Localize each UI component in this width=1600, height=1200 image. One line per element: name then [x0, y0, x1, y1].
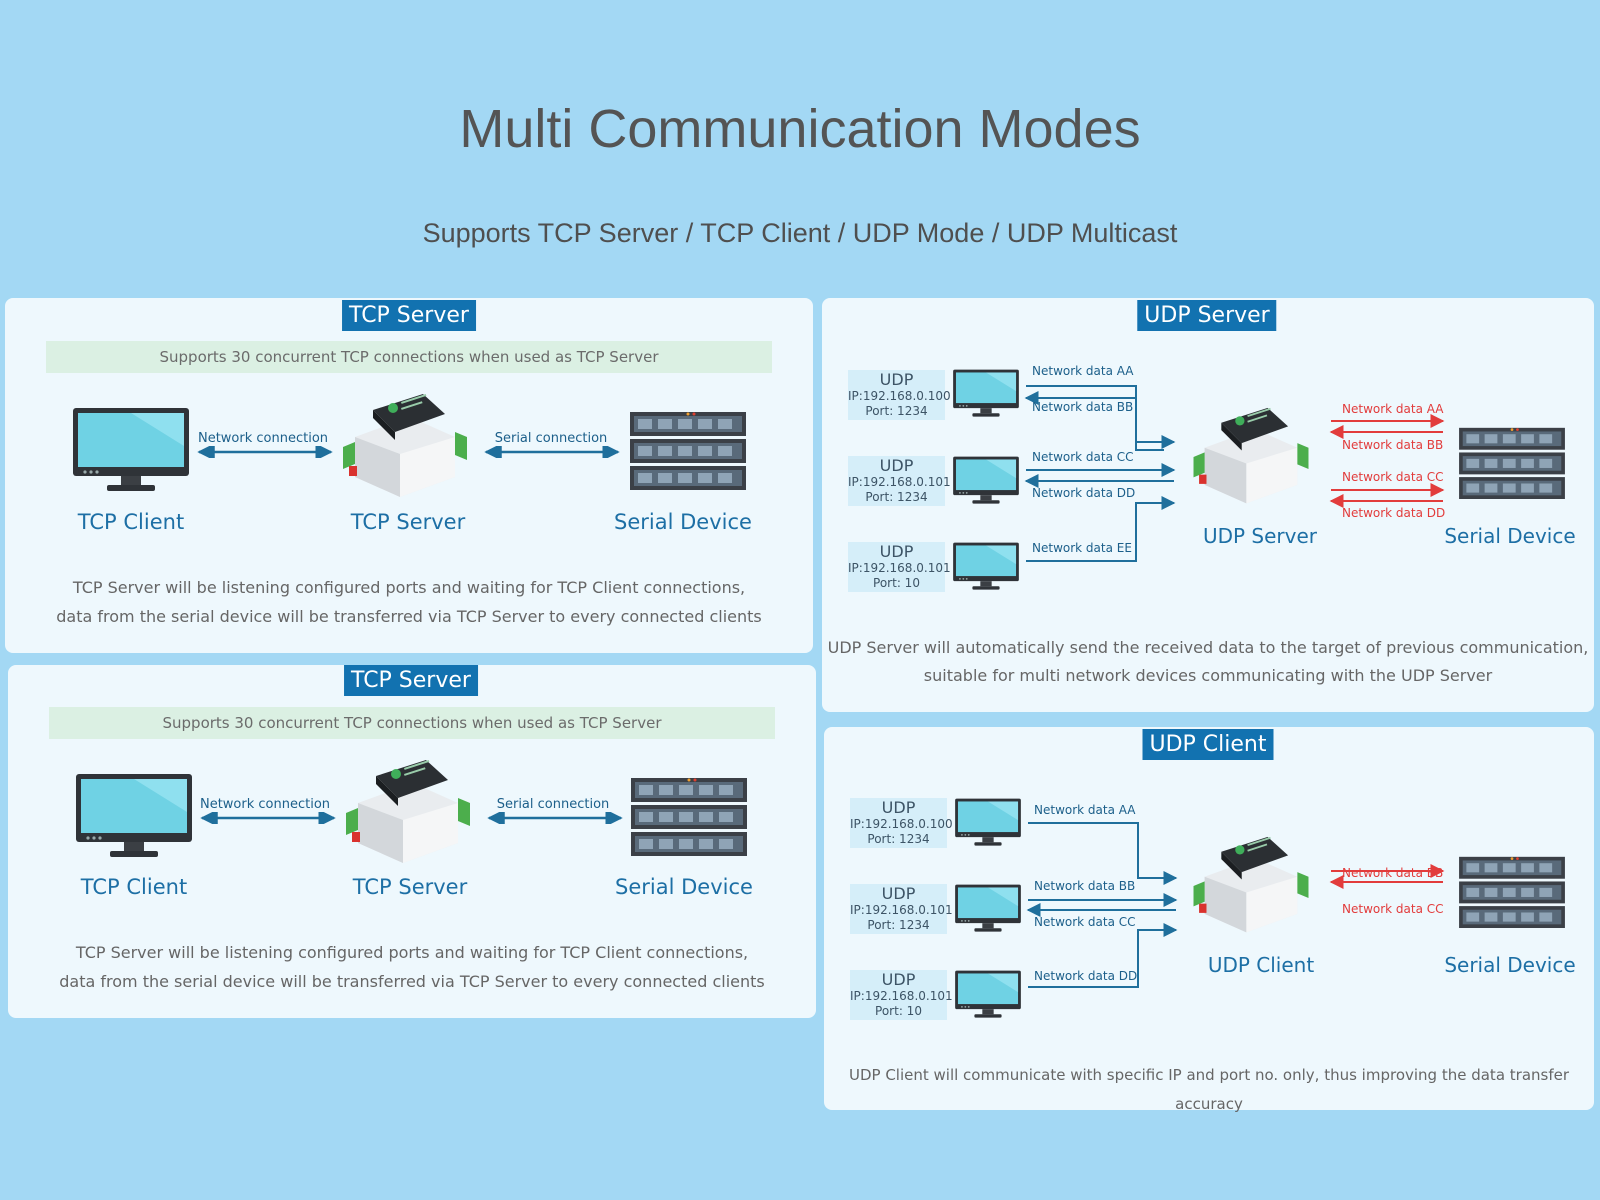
serial-arrow — [487, 812, 623, 824]
network-connection-label: Network connection — [199, 797, 331, 812]
udp-host-2: UDP IP:192.168.0.101 Port: 1234 — [848, 456, 951, 506]
serial-device-label: Serial Device — [614, 510, 752, 534]
serial-connection-label: Serial connection — [494, 431, 608, 446]
udp-host-1: UDP IP:192.168.0.100 Port: 1234 — [850, 798, 953, 848]
tcp-server-label: TCP Server — [352, 875, 468, 899]
monitor-icon — [74, 772, 194, 862]
network-data-label: Network data AA — [1032, 364, 1134, 378]
module-icon — [1186, 835, 1316, 937]
module-icon — [1186, 406, 1316, 508]
network-data-label: Network data DD — [1342, 506, 1446, 520]
network-data-label: Network data BB — [1034, 879, 1136, 893]
monitor-icon — [954, 797, 1022, 849]
udp-client-label: UDP Client — [1207, 953, 1315, 977]
network-data-label: Network data CC — [1034, 915, 1136, 929]
panel-title: TCP Server — [344, 665, 478, 696]
network-data-label: Network data CC — [1342, 902, 1444, 916]
network-data-label: Network data CC — [1032, 450, 1134, 464]
tcp-client-label: TCP Client — [77, 510, 185, 534]
serial-arrow — [484, 446, 620, 458]
udp-server-panel: UDP Server UDP IP:192.168.0.100 Port: 12… — [822, 298, 1594, 712]
tcp-server-panel-2: TCP Server Supports 30 concurrent TCP co… — [8, 665, 816, 1018]
monitor-icon — [952, 541, 1020, 593]
server-rack-icon — [1457, 426, 1567, 499]
panel-description: UDP Client will communicate with specifi… — [848, 1066, 1570, 1113]
note-bar: Supports 30 concurrent TCP connections w… — [46, 341, 772, 373]
network-data-label: Network data DD — [1034, 969, 1138, 983]
udp-client-serial-lines — [1329, 864, 1445, 889]
network-data-label: Network data AA — [1342, 402, 1444, 416]
serial-device-label: Serial Device — [1444, 524, 1576, 548]
tcp-server-label: TCP Server — [350, 510, 466, 534]
page-subtitle: Supports TCP Server / TCP Client / UDP M… — [422, 218, 1178, 248]
network-connection-label: Network connection — [197, 431, 329, 446]
panel-description: TCP Server will be listening configured … — [59, 943, 765, 991]
monitor-icon — [952, 455, 1020, 507]
monitor-icon — [71, 406, 191, 496]
server-rack-icon — [1457, 855, 1567, 928]
udp-host-3: UDP IP:192.168.0.101 Port: 10 — [850, 970, 953, 1020]
serial-device-label: Serial Device — [615, 875, 753, 899]
panel-title: TCP Server — [342, 300, 476, 331]
server-rack-icon — [628, 410, 748, 490]
network-data-label: Network data BB — [1342, 866, 1444, 880]
udp-server-label: UDP Server — [1202, 524, 1318, 548]
network-data-label: Network data DD — [1032, 486, 1136, 500]
network-data-label: Network data BB — [1032, 400, 1134, 414]
udp-client-panel: UDP Client UDP IP:192.168.0.100 Port: 12… — [824, 727, 1594, 1113]
serial-device-label: Serial Device — [1444, 953, 1576, 977]
tcp-server-panel-1: TCP Server Supports 30 concurrent TCP co… — [5, 298, 813, 653]
network-data-label: Network data EE — [1032, 541, 1132, 555]
note-bar: Supports 30 concurrent TCP connections w… — [49, 707, 775, 739]
udp-host-3: UDP IP:192.168.0.101 Port: 10 — [848, 542, 951, 592]
udp-host-2: UDP IP:192.168.0.101 Port: 1234 — [850, 884, 953, 934]
panel-title: UDP Server — [1137, 300, 1277, 331]
network-arrow — [197, 446, 333, 458]
module-icon — [335, 392, 475, 502]
udp-server-routing-lines — [1024, 385, 1176, 562]
panel-description: TCP Server will be listening configured … — [56, 578, 762, 626]
network-arrow — [200, 812, 336, 824]
module-icon — [338, 758, 478, 868]
udp-server-serial-lines — [1329, 414, 1445, 508]
network-data-label: Network data AA — [1034, 803, 1136, 817]
udp-client-routing-lines — [1026, 822, 1178, 988]
panel-description: UDP Server will automatically send the r… — [827, 638, 1589, 685]
panel-title: UDP Client — [1142, 729, 1274, 760]
tcp-client-label: TCP Client — [80, 875, 188, 899]
network-data-label: Network data BB — [1342, 438, 1444, 452]
server-rack-icon — [629, 776, 749, 856]
monitor-icon — [954, 883, 1022, 935]
serial-connection-label: Serial connection — [496, 797, 610, 812]
network-data-label: Network data CC — [1342, 470, 1444, 484]
udp-host-1: UDP IP:192.168.0.100 Port: 1234 — [848, 370, 951, 420]
monitor-icon — [952, 368, 1020, 420]
monitor-icon — [954, 969, 1022, 1021]
page-title: Multi Communication Modes — [459, 99, 1141, 159]
